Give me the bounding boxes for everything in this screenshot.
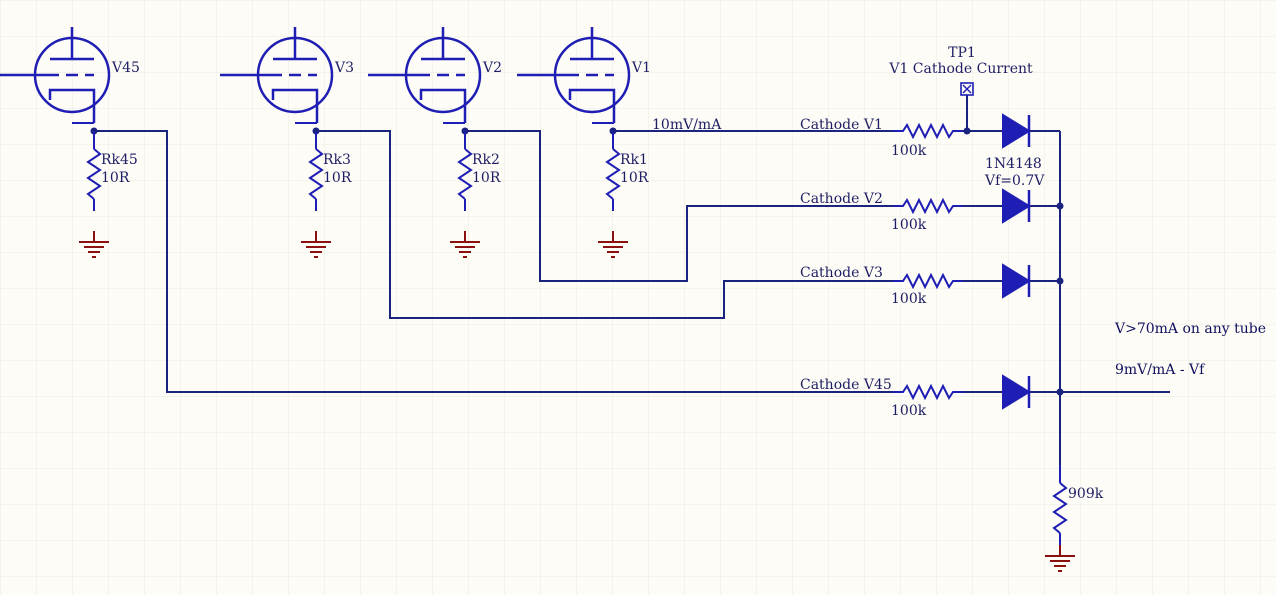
note-output-scale: 9mV/mA - Vf [1115,362,1206,378]
tube-v45: V45 [0,25,140,125]
resistor-value: 100k [891,403,927,419]
tube-v1-ref: V1 [631,60,651,76]
resistor-rk3-value: 10R [323,170,352,186]
diode-part-number: 1N4148 [985,156,1042,172]
testpoint-ref: TP1 [948,45,976,61]
resistor-value: 100k [891,217,927,233]
diode-vf-note: Vf=0.7V [984,173,1045,189]
resistor-100k-v45: 100k [891,385,964,419]
resistor-value: 100k [891,143,927,159]
net-label-cathode-v3: Cathode V3 [800,265,883,281]
tube-v3-ref: V3 [334,60,354,76]
resistor-909k: 909k [1053,464,1104,546]
tube-v45-ref: V45 [111,60,140,76]
junction-dot [1056,388,1064,396]
testpoint-desc: V1 Cathode Current [888,61,1033,77]
resistor-rk45-ref: Rk45 [101,152,138,168]
tube-v1: V1 [515,25,651,125]
resistor-rk2-ref: Rk2 [472,152,500,168]
junction-dot [1056,277,1064,285]
resistor-rk3-ref: Rk3 [323,152,351,168]
tube-v2-ref: V2 [482,60,502,76]
junction-dot [963,127,971,135]
junction-dot [1056,202,1064,210]
resistor-rk1-value: 10R [620,170,649,186]
scale-note: 10mV/mA [652,117,722,133]
net-label-cathode-v2: Cathode V2 [800,191,883,207]
resistor-rk45: Rk45 10R [87,130,138,212]
note-threshold: V>70mA on any tube [1114,321,1266,337]
net-label-cathode-v1: Cathode V1 [800,117,883,133]
testpoint-tp1: TP1 V1 Cathode Current [888,45,1033,96]
wires [94,95,1170,465]
resistor-909k-value: 909k [1068,486,1104,502]
resistor-rk1-ref: Rk1 [620,152,648,168]
resistor-rk1: Rk1 10R [606,130,649,212]
net-label-cathode-v45: Cathode V45 [800,377,892,393]
resistor-rk3: Rk3 10R [309,130,352,212]
resistor-rk45-value: 10R [101,170,130,186]
resistor-rk2: Rk2 10R [458,130,501,212]
tube-v3: V3 [218,25,354,125]
resistor-100k-v1: 100k [891,124,964,159]
resistor-100k-v3: 100k [891,274,964,307]
resistor-value: 100k [891,291,927,307]
tube-v2: V2 [366,25,502,125]
resistor-100k-v2: 100k [891,199,964,233]
resistor-rk2-value: 10R [472,170,501,186]
